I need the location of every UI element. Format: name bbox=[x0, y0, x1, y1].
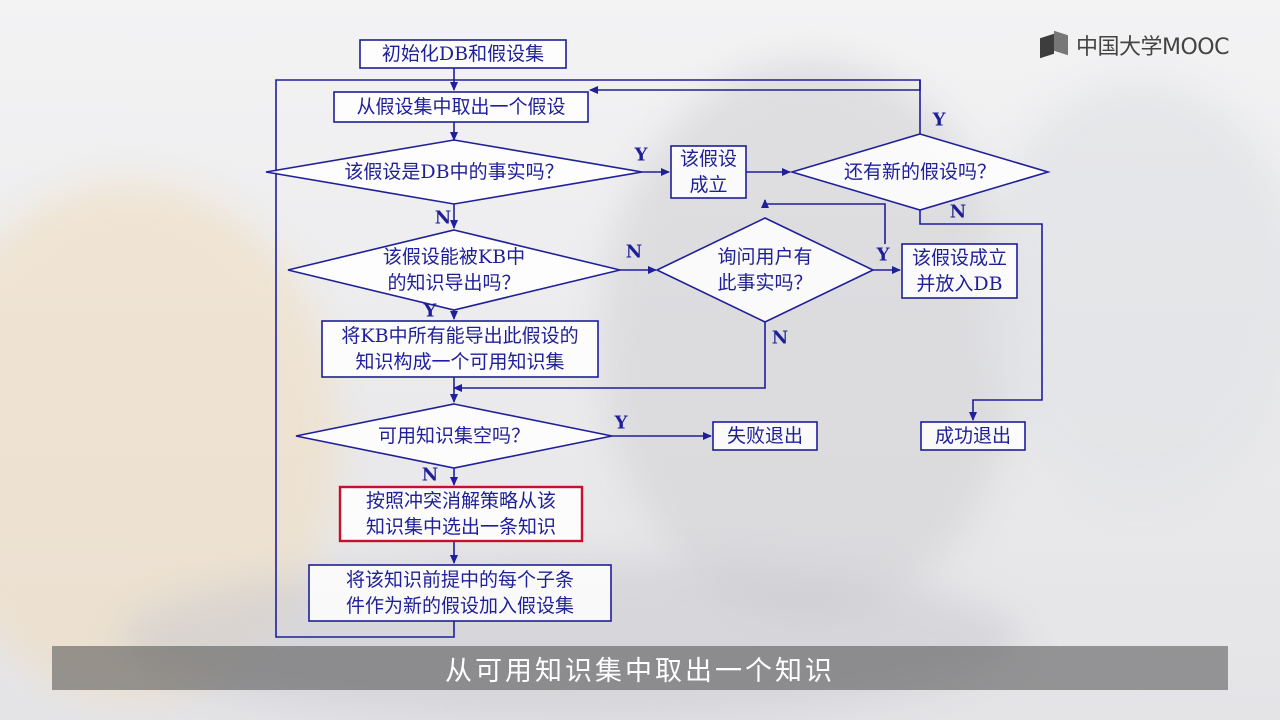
node-label: 此事实吗？ bbox=[717, 272, 812, 294]
flowchart-nodes: 初始化DB和假设集从假设集中取出一个假设该假设是DB中的事实吗？该假设成立还有新… bbox=[265, 39, 1051, 622]
flow-node-fail: 失败退出 bbox=[712, 421, 818, 451]
node-label: 成立 bbox=[689, 174, 727, 196]
edge-label-more-yes: Y bbox=[932, 110, 947, 131]
node-label: 该假设成立 bbox=[912, 247, 1007, 269]
node-diamond bbox=[265, 139, 643, 205]
node-diamond bbox=[287, 229, 621, 311]
connector-more-no bbox=[919, 210, 1043, 421]
flow-node-take-hyp: 从假设集中取出一个假设 bbox=[333, 91, 589, 123]
node-diamond bbox=[295, 403, 613, 469]
flowchart-edge-labels: Y N Y N N Y Y N Y N bbox=[422, 110, 966, 486]
connector-ask-no bbox=[453, 322, 766, 392]
node-box bbox=[920, 421, 1026, 451]
node-box bbox=[321, 320, 599, 378]
node-label: 的知识导出吗？ bbox=[387, 272, 520, 294]
node-box bbox=[333, 91, 589, 123]
node-diamond bbox=[789, 133, 1051, 211]
node-label: 将该知识前提中的每个子条 bbox=[346, 569, 574, 591]
edge-label-kb-no: N bbox=[626, 242, 642, 263]
edge-label-more-no: N bbox=[950, 202, 966, 223]
node-label: 还有新的假设吗？ bbox=[844, 161, 996, 183]
node-diamond bbox=[655, 217, 875, 323]
node-label: 初始化DB和假设集 bbox=[382, 43, 544, 65]
node-label: 件作为新的假设加入假设集 bbox=[346, 595, 574, 617]
node-label: 并放入DB bbox=[916, 273, 1002, 295]
flow-node-hyp-true: 该假设成立 bbox=[670, 145, 747, 199]
node-box bbox=[308, 564, 612, 622]
flow-node-is-fact: 该假设是DB中的事实吗？ bbox=[265, 139, 643, 205]
node-label: 成功退出 bbox=[935, 425, 1011, 447]
flow-node-init: 初始化DB和假设集 bbox=[359, 39, 567, 69]
node-label: 该假设 bbox=[680, 148, 737, 170]
edge-label-is-fact-yes: Y bbox=[634, 145, 649, 166]
mooc-logo-icon bbox=[1040, 32, 1070, 58]
flowchart-connectors bbox=[275, 68, 1043, 638]
node-label: 可用知识集空吗？ bbox=[378, 425, 530, 447]
connector-adddb-to-true bbox=[761, 199, 886, 244]
subtitle-bar: 从可用知识集中取出一个知识 bbox=[52, 646, 1228, 690]
node-box bbox=[670, 145, 747, 199]
node-label: 询问用户有 bbox=[717, 246, 812, 268]
node-label: 该假设是DB中的事实吗？ bbox=[344, 161, 563, 183]
node-box bbox=[338, 485, 584, 543]
flow-node-success: 成功退出 bbox=[920, 421, 1026, 451]
mooc-logo-text: 中国大学MOOC bbox=[1076, 35, 1229, 60]
edge-label-is-fact-no: N bbox=[435, 208, 451, 229]
edge-label-kb-yes: Y bbox=[423, 301, 438, 322]
edge-label-empty-no: N bbox=[422, 465, 438, 486]
flow-node-set-empty: 可用知识集空吗？ bbox=[295, 403, 613, 469]
edge-label-empty-yes: Y bbox=[614, 413, 629, 434]
node-label: 该假设能被KB中 bbox=[383, 246, 525, 268]
node-label: 知识构成一个可用知识集 bbox=[355, 351, 564, 373]
node-label: 将KB中所有能导出此假设的 bbox=[341, 325, 578, 347]
background-glow-right bbox=[980, 80, 1280, 500]
node-box bbox=[901, 243, 1018, 299]
flow-node-more-hyp: 还有新的假设吗？ bbox=[789, 133, 1051, 211]
subtitle-text: 从可用知识集中取出一个知识 bbox=[445, 655, 835, 687]
connector-loop-to-take bbox=[589, 80, 921, 94]
node-label: 按照冲突消解策略从该 bbox=[366, 490, 556, 512]
mooc-logo: 中国大学MOOC bbox=[1040, 30, 1229, 60]
node-box bbox=[712, 421, 818, 451]
node-label: 失败退出 bbox=[727, 425, 803, 447]
node-label: 知识集中选出一条知识 bbox=[366, 516, 556, 538]
node-box bbox=[359, 39, 567, 69]
node-label: 从假设集中取出一个假设 bbox=[356, 96, 565, 118]
edge-label-ask-yes: Y bbox=[876, 245, 891, 266]
edge-label-ask-no: N bbox=[772, 328, 788, 349]
